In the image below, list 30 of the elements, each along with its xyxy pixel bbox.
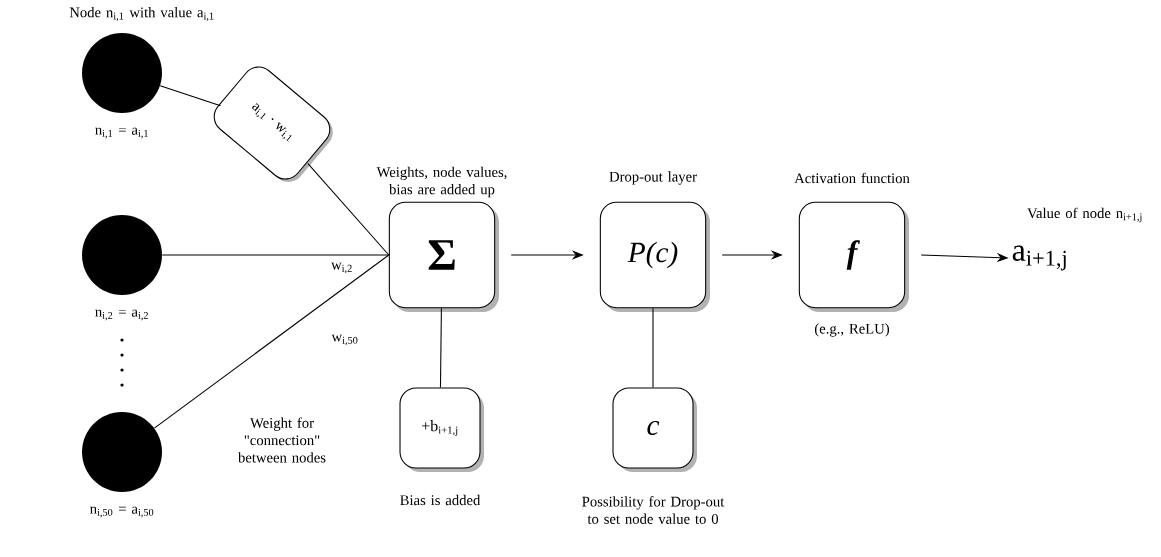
node-caption: Bias is added [400, 494, 481, 506]
node-caption: Node n$_{i,1}$ with value a$_{i,1}$ [69, 7, 214, 21]
process-box: +b$_{i+1,j}$ [399, 387, 484, 472]
weight-box: a$_{i,1}$ · w$_{i,1}$ [213, 66, 333, 182]
edge-label: w$_{i,2}$ [329, 261, 355, 275]
process-box: c [612, 387, 697, 472]
note-text: Weight for "connection" between nodes [238, 417, 326, 463]
node-circle [82, 33, 162, 113]
connector [439, 307, 442, 388]
connector [161, 254, 390, 256]
connector [307, 163, 390, 256]
node-caption: Weights, node values, bias are added up [376, 166, 507, 198]
node-circle [82, 215, 162, 295]
node-circle [82, 412, 162, 492]
node-caption: (e.g., ReLU) [815, 323, 890, 337]
node-caption: n$_{i,1}$ = a$_{i,1}$ [95, 127, 148, 139]
node-caption: Drop-out layer [609, 171, 697, 185]
output-value: a$_{i+1,j}$ [1012, 245, 1066, 271]
process-box: f [798, 201, 909, 312]
connector [159, 85, 222, 107]
process-box: Σ [388, 201, 499, 312]
process-box: P(c) [599, 201, 710, 312]
connector [652, 307, 654, 388]
edge-label: w$_{i,50}$ [330, 333, 360, 347]
node-caption: Value of node n$_{i+1,j}$ [1027, 207, 1142, 223]
node-caption: Activation function [794, 172, 910, 184]
node-caption: n$_{i,50}$ = a$_{i,50}$ [90, 506, 154, 518]
node-caption: Possibility for Drop-out to set node value to 0 [582, 496, 725, 524]
connector [153, 254, 390, 429]
node-caption: n$_{i,2}$ = a$_{i,2}$ [95, 309, 148, 321]
